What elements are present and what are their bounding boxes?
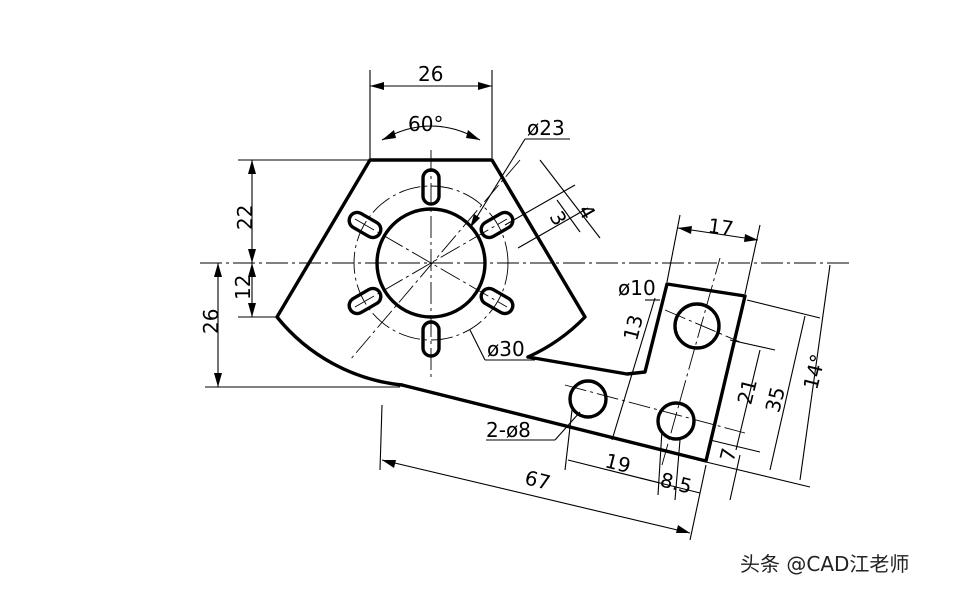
dim-height-upper: 22: [233, 205, 257, 230]
hole-dia8-right: [656, 401, 696, 441]
dim-dia30: ø30: [487, 337, 525, 361]
dim-dia23: ø23: [527, 116, 565, 140]
dim-19: 19: [603, 448, 634, 477]
center-bore: [375, 207, 487, 319]
dim-angle-14: 14°: [798, 352, 830, 392]
dim-angle-60: 60°: [408, 112, 443, 136]
dim-slot-length: 4: [573, 200, 600, 223]
dim-35: 35: [760, 384, 789, 415]
part-outline: [275, 158, 747, 463]
dim-arm-width: 17: [707, 213, 736, 240]
holes: [375, 207, 721, 441]
slots: [347, 168, 515, 358]
dim-arm-offset: 13: [618, 312, 647, 343]
dim-dia10: ø10: [618, 276, 656, 300]
dim-slot-width: 3: [545, 207, 572, 230]
dim-8-5: 8.5: [658, 468, 695, 499]
dim-21: 21: [732, 376, 761, 407]
hole-dia10: [673, 302, 721, 350]
dim-dia8: 2-ø8: [486, 418, 531, 442]
dim-height-lower: 12: [231, 275, 255, 300]
watermark-text: 头条 @CAD江老师: [740, 552, 910, 576]
hole-dia8-left: [568, 379, 608, 419]
dim-overall-length: 67: [522, 465, 553, 494]
dimension-text: 26 60° ø23 3 4 22 12 26 ø30 ø10 17 13 21…: [199, 62, 830, 498]
dimension-lines: [205, 70, 831, 541]
dim-top-width: 26: [418, 62, 443, 86]
dim-7: 7: [715, 446, 741, 464]
dim-height-total: 26: [199, 309, 223, 334]
